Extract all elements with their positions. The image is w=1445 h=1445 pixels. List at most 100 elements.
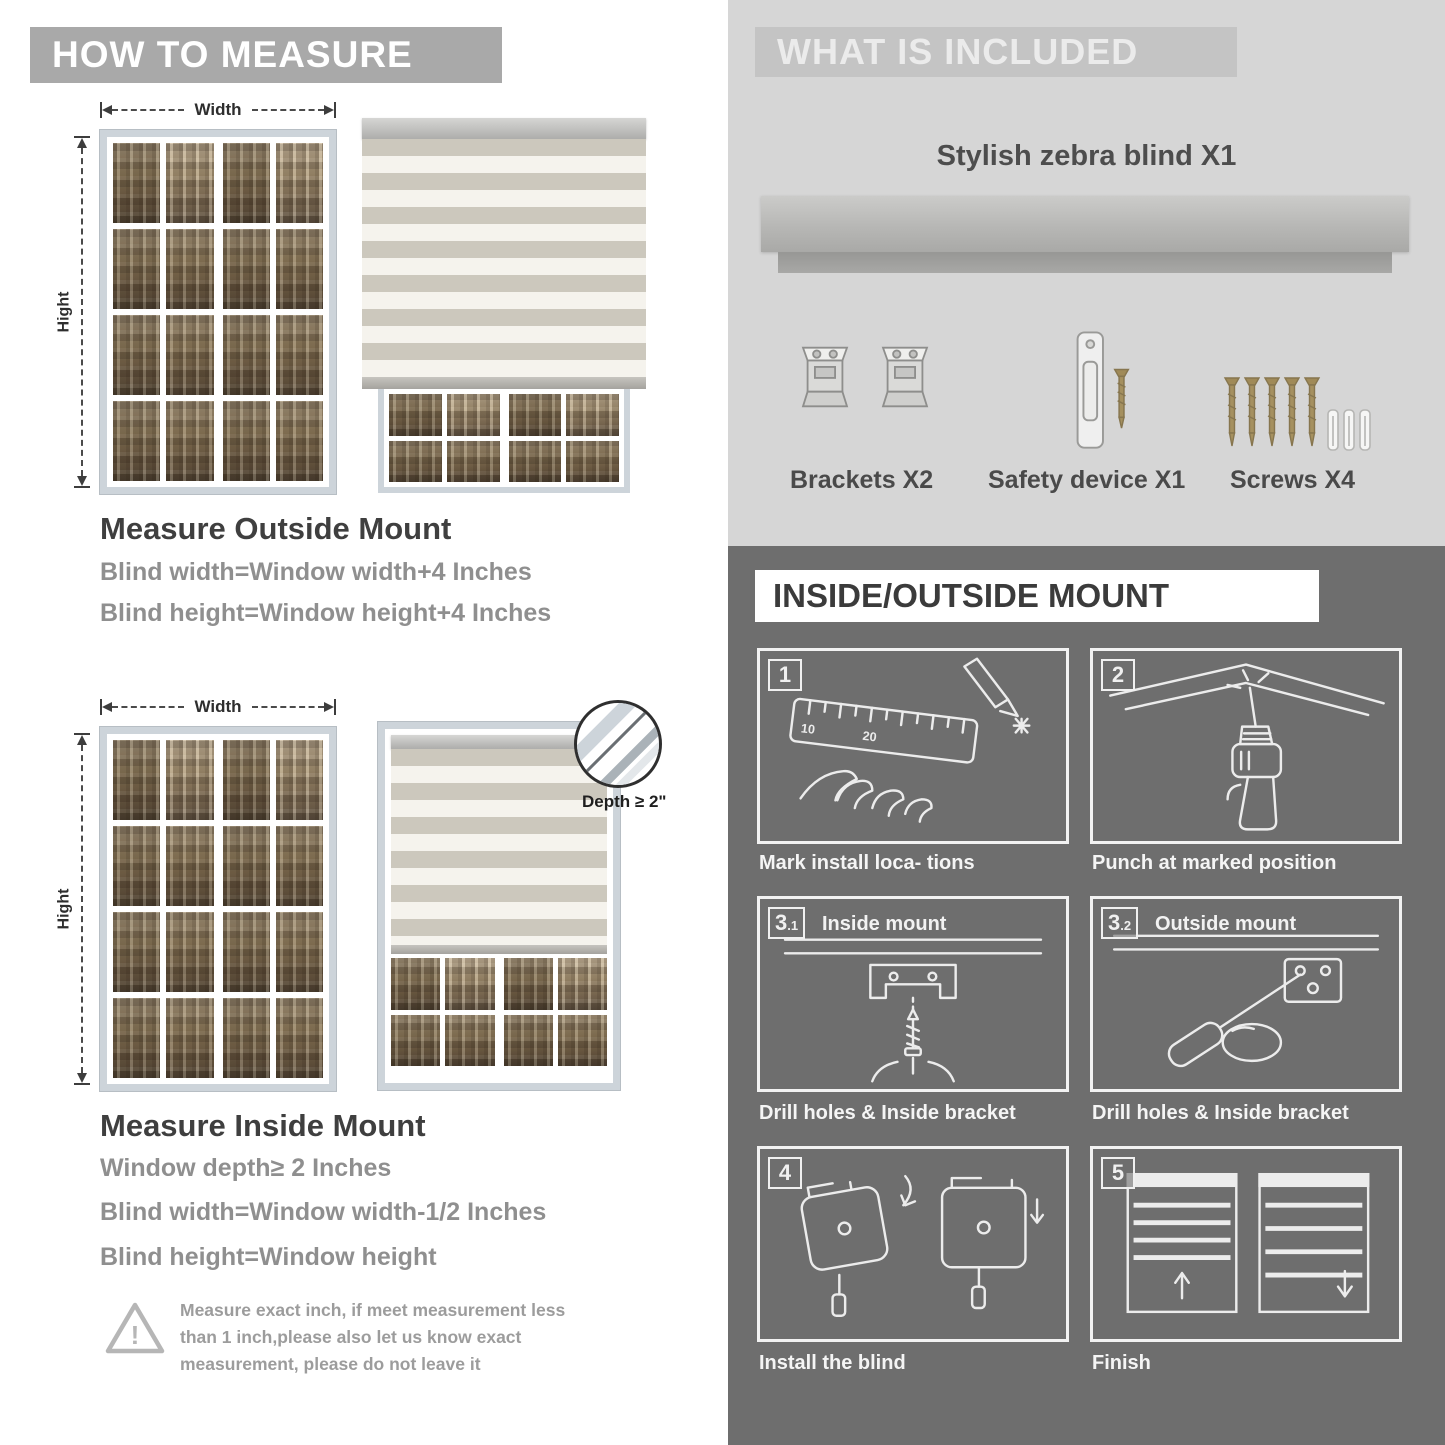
window-pane [391, 958, 441, 1010]
depth-callout-label: Depth ≥ 2" [582, 792, 667, 811]
window-pane [275, 143, 323, 223]
window-pane [275, 401, 323, 481]
window-pane [222, 315, 270, 395]
window-pane [503, 958, 553, 1010]
measure-end-tick [334, 699, 336, 715]
step-number: 5 [1111, 1160, 1125, 1185]
step-caption-2: Punch at marked position [1092, 852, 1337, 874]
mount-banner: INSIDE/OUTSIDE MOUNT [755, 570, 1319, 622]
window-pane [503, 1014, 553, 1066]
window-pane [166, 315, 214, 395]
measure-dash-line [251, 109, 324, 111]
inside-mount-heading: Measure Inside Mount [100, 1108, 426, 1143]
what-is-included-title: WHAT IS INCLUDED [777, 31, 1139, 72]
warning-line-1: Measure exact inch, if meet measurement … [180, 1300, 566, 1320]
measure-dash-line [112, 109, 185, 111]
how-to-measure-title: HOW TO MEASURE [52, 34, 413, 75]
step-title-inside-mount: Inside mount [822, 913, 947, 935]
window-pane [275, 826, 323, 906]
measure-dash-line [81, 745, 83, 1073]
brackets-label: Brackets X2 [790, 466, 934, 494]
window-sash [391, 958, 495, 1066]
width-measure-arrow: Width [100, 697, 336, 716]
measure-dash-line [81, 148, 83, 476]
window-pane [113, 315, 161, 395]
window-pane [557, 1014, 607, 1066]
what-is-included-banner: WHAT IS INCLUDED [755, 27, 1237, 77]
mount-instructions-section: INSIDE/OUTSIDE MOUNT 1 [728, 546, 1445, 1445]
window-pane [222, 229, 270, 309]
window-sashes [113, 143, 323, 481]
window-pane [113, 912, 161, 992]
step-panel-4: 4 [757, 1146, 1069, 1342]
step-caption-5: Finish [1092, 1352, 1151, 1374]
width-label: Width [194, 100, 242, 119]
what-is-included-section: WHAT IS INCLUDED Stylish zebra blind X1 [728, 0, 1445, 546]
window-pane [446, 394, 500, 436]
outside-formula-height: Blind height=Window height+4 Inches [100, 599, 552, 627]
blind-bottomrail [391, 945, 607, 954]
measure-dash-line [251, 706, 324, 708]
zebra-stripes [391, 749, 607, 945]
height-label: Hight [55, 291, 73, 333]
arrow-left-icon [102, 105, 112, 115]
step-caption-3-1: Drill holes & Inside bracket [759, 1102, 1016, 1124]
step-panel-3-1: 3.1 Inside mount [757, 896, 1069, 1092]
svg-text:!: ! [131, 1320, 140, 1350]
frame-corner-zoom-icon [577, 703, 659, 785]
window-pane [388, 394, 442, 436]
window-sashes [388, 394, 620, 482]
step-number-badge: 4 [768, 1157, 802, 1189]
warning-line-3: measurement, please do not leave it [180, 1354, 481, 1374]
inside-bracket-illustration [783, 938, 1043, 1083]
outside-mount-blind-figure [362, 118, 646, 493]
window-sash [113, 740, 214, 1078]
window-under-blind [377, 389, 631, 493]
window-pane [222, 740, 270, 820]
step-panel-3-2: 3.2 Outside mount [1090, 896, 1402, 1092]
blind-headrail [362, 118, 646, 139]
window-sash [508, 394, 620, 482]
window-pane [222, 826, 270, 906]
width-label: Width [194, 697, 242, 716]
depth-magnifier [574, 700, 662, 788]
measure-end-tick [74, 733, 90, 735]
arrow-down-icon [77, 1073, 87, 1083]
window-pane [113, 826, 161, 906]
bracket-icon [801, 346, 849, 408]
inside-formula-depth: Window depth≥ 2 Inches [100, 1154, 392, 1182]
step-panel-1: 1 10 20 [757, 648, 1069, 844]
measure-end-tick [74, 1083, 90, 1085]
safety-device-label: Safety device X1 [988, 466, 1186, 494]
mark-locations-illustration: 10 20 [789, 657, 1031, 823]
step-number-badge: 1 [768, 659, 802, 691]
step-number-badge: 2 [1101, 659, 1135, 691]
step-number-badge: 3.2 [1101, 907, 1139, 939]
step-caption-1: Mark install loca- tions [759, 852, 975, 874]
window-sash [222, 143, 323, 481]
finish-illustration [1126, 1172, 1370, 1314]
window-pane [566, 440, 620, 482]
window-pane [113, 401, 161, 481]
ruler-mark-10: 10 [800, 721, 816, 737]
measure-end-tick [74, 486, 90, 488]
outside-mount-heading: Measure Outside Mount [100, 511, 452, 546]
step-number-badge: 5 [1101, 1157, 1135, 1189]
window-sash [113, 143, 214, 481]
window-pane [566, 394, 620, 436]
safety-device-icon [1076, 331, 1130, 449]
inside-formula-height: Blind height=Window height [100, 1243, 437, 1271]
blind-headrail-lip [778, 252, 1392, 273]
window-pane [166, 143, 214, 223]
window-pane [222, 912, 270, 992]
window-pane [166, 229, 214, 309]
outside-formula-width: Blind width=Window width+4 Inches [100, 558, 532, 586]
window-pane [222, 998, 270, 1078]
install-blind-illustration [800, 1174, 1045, 1317]
window-figure-inside [100, 727, 336, 1091]
height-measure-arrow: Hight [55, 136, 90, 488]
measure-end-tick [74, 136, 90, 138]
arrow-down-icon [77, 476, 87, 486]
width-measure-arrow: Width [100, 100, 336, 119]
measure-end-tick [100, 699, 102, 715]
